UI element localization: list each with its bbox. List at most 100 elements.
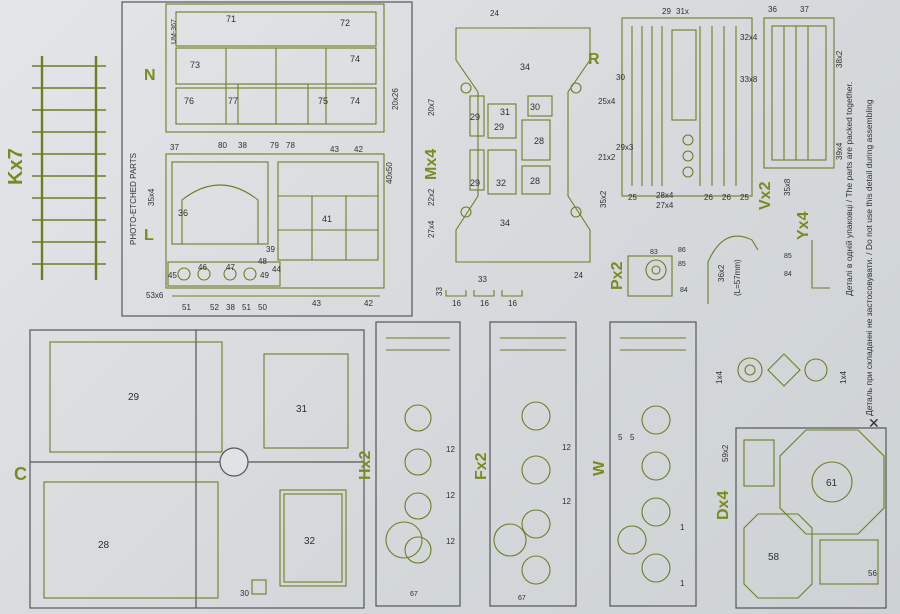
part-m34b: 34 (500, 218, 510, 228)
part-p85: 85 (678, 261, 686, 268)
part-78: 78 (286, 141, 295, 150)
part-25x4: 25x4 (598, 97, 616, 106)
part-27x4: 27x4 (656, 201, 674, 210)
part-h1x4b: 1x4 (839, 371, 848, 384)
sprue-f-frame (489, 321, 577, 607)
part-c28: 28 (98, 540, 110, 551)
sprue-label-hx2: Hx2 (357, 451, 374, 480)
part-39x4: 39x4 (835, 142, 844, 160)
part-h67: 67 (410, 591, 418, 598)
pe-sheet-m (455, 27, 591, 263)
part-50: 50 (258, 303, 267, 312)
part-72: 72 (340, 18, 350, 28)
part-29x3: 29x3 (616, 143, 634, 152)
part-59x2: 59x2 (721, 444, 730, 462)
part-m32: 32 (496, 178, 506, 188)
part-46: 46 (198, 263, 207, 272)
part-r26b: 26 (722, 193, 731, 202)
part-73: 73 (190, 60, 200, 70)
note-packed: Деталі в одній упаковці / The parts are … (844, 82, 854, 296)
part-16b: 16 (480, 299, 489, 308)
pe-part-y (811, 240, 830, 289)
sprue-w-frame (609, 321, 697, 607)
part-w1b: 1 (680, 579, 685, 588)
part-41: 41 (322, 214, 332, 224)
part-49: 49 (260, 271, 269, 280)
sprue-h-frame (375, 321, 461, 607)
part-v36: 36 (768, 5, 777, 14)
part-58: 58 (768, 552, 780, 563)
sprue-label-px2: Px2 (609, 261, 626, 290)
part-77: 77 (228, 96, 238, 106)
part-43a: 43 (330, 145, 339, 154)
sprue-label-mx4: Mx4 (423, 149, 440, 180)
part-76: 76 (184, 96, 194, 106)
pe-part-p (627, 255, 673, 297)
part-75: 75 (318, 96, 328, 106)
part-22x2: 22x2 (427, 188, 436, 206)
part-52: 52 (210, 303, 219, 312)
part-42b: 42 (364, 299, 373, 308)
part-f67: 67 (518, 595, 526, 602)
part-20x7: 20x7 (427, 98, 436, 116)
part-51a: 51 (182, 303, 191, 312)
part-c32: 32 (304, 536, 316, 547)
part-21x2: 21x2 (598, 153, 616, 162)
cross-icon: ✕ (868, 415, 880, 431)
pe-panel (121, 1, 413, 317)
part-35x2: 35x2 (599, 190, 608, 208)
part-16c: 16 (508, 299, 517, 308)
note-do-not-use: Деталь при складанні не застосовувати. /… (864, 99, 874, 416)
part-37: 37 (170, 143, 179, 152)
sprue-label-kx7: Kx7 (5, 148, 27, 185)
part-m29c: 29 (470, 178, 480, 188)
sprue-label-fx2: Fx2 (473, 452, 490, 480)
part-38b: 38 (226, 303, 235, 312)
sprue-label-w: W (591, 460, 608, 476)
part-m28b: 28 (530, 176, 540, 186)
track-part-k (32, 56, 106, 280)
part-p83: 83 (650, 249, 658, 256)
part-51b: 51 (242, 303, 251, 312)
part-27x4: 27x4 (427, 220, 436, 238)
part-53x6: 53x6 (146, 291, 164, 300)
part-56: 56 (868, 569, 877, 578)
part-c29: 29 (128, 392, 140, 403)
part-r25b: 25 (740, 193, 749, 202)
part-35x4: 35x4 (147, 188, 156, 206)
part-61: 61 (826, 478, 838, 489)
part-38x2: 38x2 (835, 50, 844, 68)
part-80: 80 (218, 141, 227, 150)
sprue-d-frame (735, 427, 887, 609)
part-s33b: 33 (478, 275, 487, 284)
part-p86: 86 (678, 247, 686, 254)
part-74a: 74 (350, 54, 360, 64)
wire-part (707, 235, 759, 304)
loose-parts (737, 353, 828, 387)
part-c31: 31 (296, 404, 308, 415)
part-c30: 30 (240, 589, 249, 598)
part-y84: 84 (784, 271, 792, 278)
part-p84: 84 (680, 287, 688, 294)
part-w1a: 1 (680, 523, 685, 532)
part-h12a: 12 (446, 445, 455, 454)
part-m31: 31 (500, 107, 510, 117)
wire-label: 36x2 (717, 264, 726, 282)
part-16a: 16 (452, 299, 461, 308)
part-71: 71 (226, 14, 236, 24)
part-48: 48 (258, 257, 267, 266)
part-m24a: 24 (490, 9, 499, 18)
part-33x8: 33x8 (740, 75, 758, 84)
part-f12a: 12 (562, 443, 571, 452)
part-m24b: 24 (574, 271, 583, 280)
part-39: 39 (266, 245, 275, 254)
pe-sheet-n (165, 3, 385, 133)
part-40x50: 40x50 (385, 162, 394, 184)
part-r29: 29 (662, 7, 671, 16)
part-m29b: 29 (494, 122, 504, 132)
part-m29a: 29 (470, 112, 480, 122)
part-r26a: 26 (704, 193, 713, 202)
part-r31x: 31x (676, 7, 689, 16)
